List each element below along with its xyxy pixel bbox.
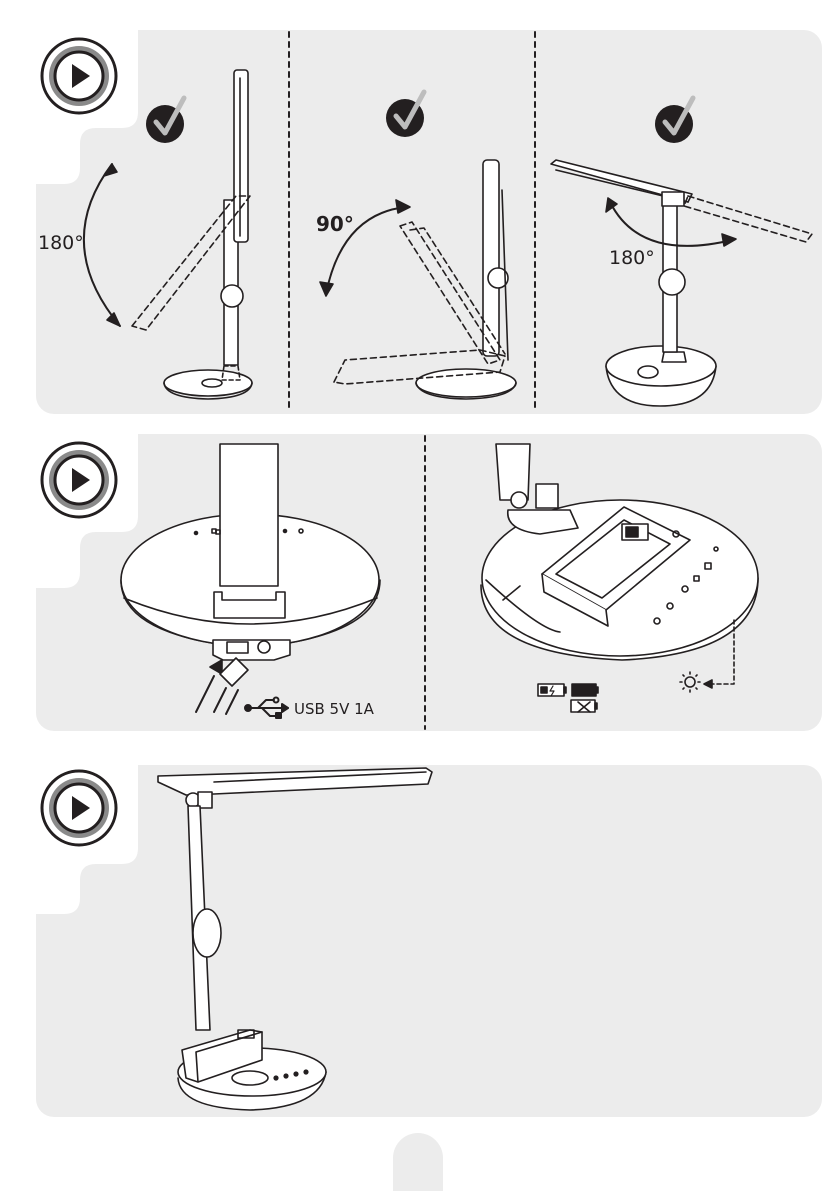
lamp-rotate-drawing — [551, 160, 812, 406]
base-usb-drawing — [121, 444, 380, 718]
battery-full-icon — [572, 684, 598, 696]
angle-label-rotate: 180° — [609, 247, 655, 269]
page-number-tab — [393, 1133, 443, 1191]
check-icon — [146, 98, 184, 143]
usb-icon — [245, 698, 288, 719]
check-icon — [386, 92, 424, 137]
wireless-charging-drawing — [481, 444, 758, 712]
sun-icon — [680, 672, 700, 692]
battery-charging-icon — [538, 684, 566, 696]
angle-label-tilt: 180° — [38, 232, 84, 254]
check-icon — [655, 98, 693, 143]
assembled-lamp-drawing — [158, 768, 432, 1110]
battery-no-charge-icon — [571, 700, 597, 712]
angle-label-fold: 90° — [316, 212, 354, 236]
usb-spec-label: USB 5V 1A — [294, 700, 374, 718]
lamp-fold-drawing — [320, 160, 516, 399]
